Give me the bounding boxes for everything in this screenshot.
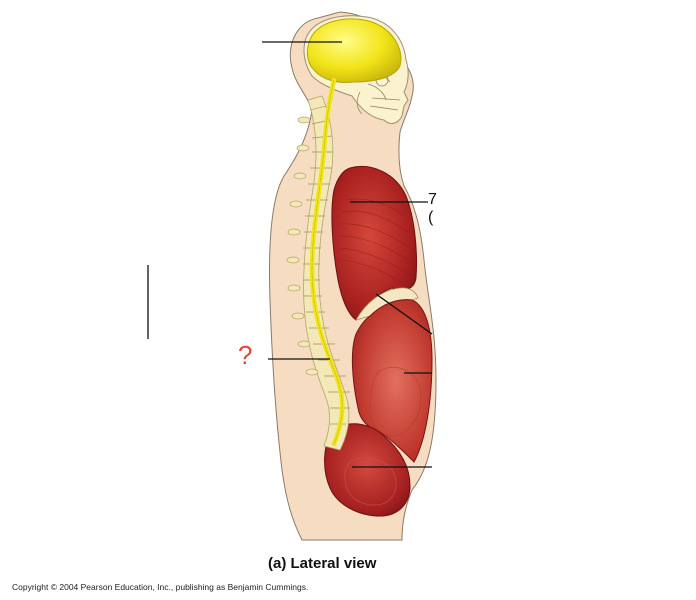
spinal-cord-edge [311,79,343,445]
leader-lines [147,41,433,468]
pelvic-cavity [324,423,411,517]
pelvic-organ-outline [344,457,397,506]
question-mark-label: ? [238,340,253,370]
spinous-processes [286,116,319,376]
leader-line-diaphragm [375,293,433,335]
copyright-notice: Copyright © 2004 Pearson Education, Inc.… [12,582,309,592]
figure-caption: (a) Lateral view [268,555,377,572]
cut-label-fragment-1: 7 [428,191,437,208]
thoracic-striations [339,198,413,285]
brain [306,18,402,83]
cut-label-fragment-2: ( [428,209,434,226]
vertebral-column [303,95,350,451]
abdominal-organ-outline [369,366,422,437]
